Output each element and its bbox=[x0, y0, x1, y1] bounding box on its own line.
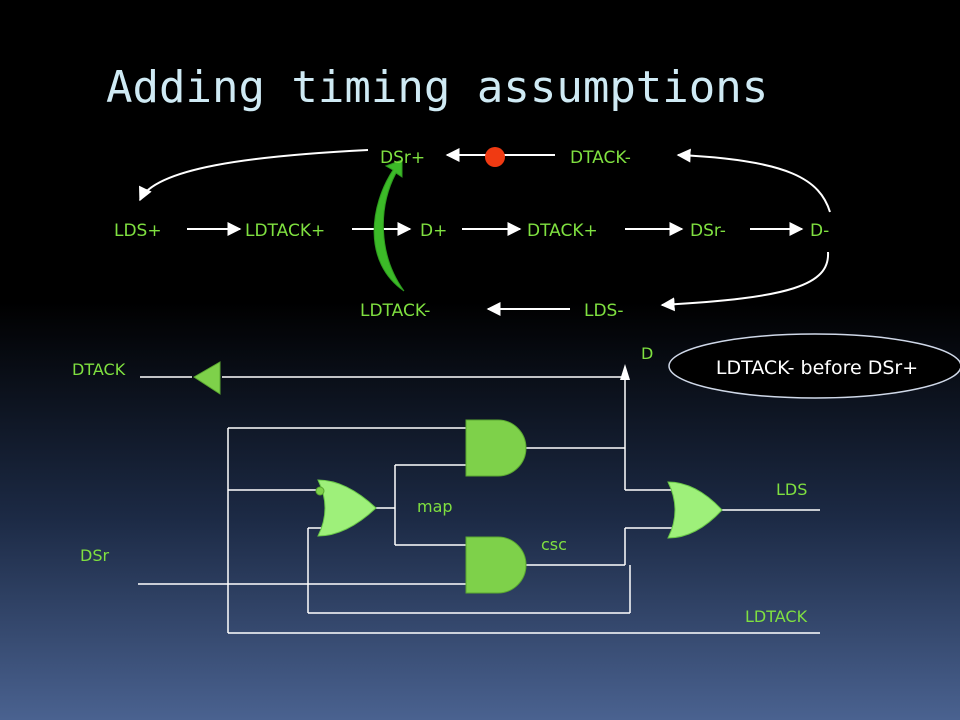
and-gate-upper bbox=[465, 419, 527, 477]
assumption-text: LDTACK- before DSr+ bbox=[716, 357, 918, 379]
label-map: map bbox=[417, 497, 453, 516]
label-dtack-minus: DTACK- bbox=[570, 148, 631, 168]
token bbox=[485, 147, 505, 167]
arc-dsr-plus-to-lds-plus bbox=[139, 149, 369, 202]
stg-graph: DSr+ DTACK- LDS+ LDTACK+ D+ DTACK+ DSr- … bbox=[114, 147, 831, 321]
label-lds: LDS bbox=[776, 480, 807, 499]
gates bbox=[193, 361, 723, 594]
label-dsr: DSr bbox=[80, 546, 109, 565]
label-d: D bbox=[641, 344, 653, 363]
or-gate-lds bbox=[667, 481, 723, 539]
label-ldtack-plus: LDTACK+ bbox=[245, 221, 325, 241]
label-lds-plus: LDS+ bbox=[114, 221, 162, 241]
buffer-gate bbox=[193, 361, 221, 395]
arc-d-minus-to-lds-minus bbox=[660, 251, 830, 312]
label-ldtack: LDTACK bbox=[745, 607, 808, 626]
slide-title: Adding timing assumptions bbox=[106, 62, 769, 113]
label-ldtack-minus: LDTACK- bbox=[360, 301, 430, 321]
label-dsr-minus: DSr- bbox=[690, 221, 726, 241]
circuit-labels: DTACK D LDS DSr LDTACK map csc bbox=[72, 344, 808, 626]
label-d-plus: D+ bbox=[420, 221, 447, 241]
label-csc: csc bbox=[541, 535, 567, 554]
circuit bbox=[138, 364, 820, 634]
or-gate-map bbox=[317, 479, 377, 537]
label-dsr-plus: DSr+ bbox=[380, 148, 425, 168]
label-dtack: DTACK bbox=[72, 360, 126, 379]
label-dtack-plus: DTACK+ bbox=[527, 221, 598, 241]
arc-d-minus-to-dtack-minus bbox=[676, 148, 831, 213]
wire-d-arrowhead bbox=[620, 364, 630, 380]
assumption-callout: LDTACK- before DSr+ bbox=[668, 333, 960, 399]
and-gate-lower bbox=[465, 536, 527, 594]
label-d-minus: D- bbox=[810, 221, 829, 241]
label-lds-minus: LDS- bbox=[584, 301, 624, 321]
timing-assumption-arrow bbox=[373, 159, 405, 292]
assumption-ellipse bbox=[668, 333, 960, 399]
inverter-bubble bbox=[315, 486, 325, 496]
